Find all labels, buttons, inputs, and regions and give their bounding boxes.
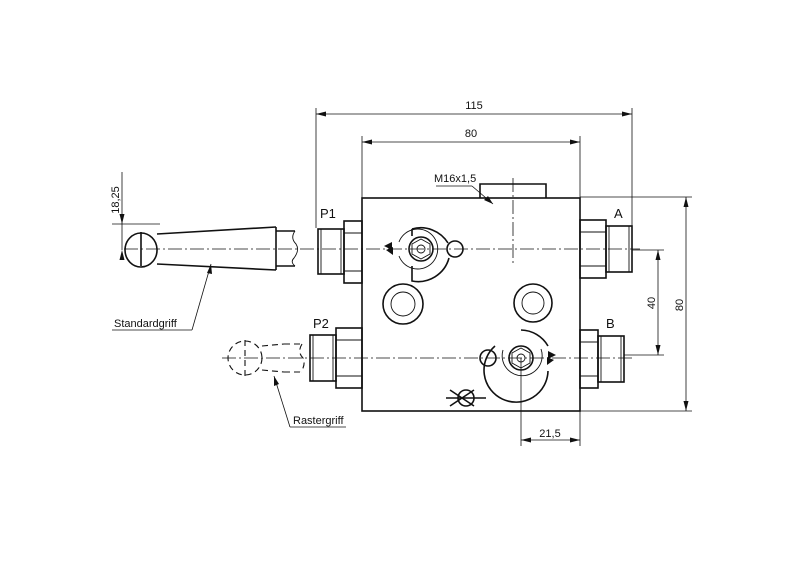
dimension-block-height: 80 xyxy=(580,196,692,412)
check-valve-symbol xyxy=(446,389,486,407)
dimension-port-spacing: 40 xyxy=(624,249,664,356)
valve-block-body xyxy=(361,178,581,412)
block-width-value: 80 xyxy=(465,128,477,140)
port-b-label: B xyxy=(606,316,615,331)
port-p2-fitting xyxy=(309,327,363,389)
standard-handle xyxy=(124,226,299,271)
upper-valve-spindle xyxy=(384,226,450,283)
port-p1-fitting xyxy=(317,220,363,284)
lower-valve-spindle xyxy=(483,329,556,403)
detent-handle-leader xyxy=(273,375,346,428)
port-p1-label: P1 xyxy=(320,206,336,221)
bottom-offset-value: 21,5 xyxy=(539,428,560,440)
dimension-overall-width: 115 xyxy=(315,100,633,228)
dimension-block-width: 80 xyxy=(361,128,581,198)
overall-width-value: 115 xyxy=(465,100,483,112)
port-spacing-value: 40 xyxy=(646,297,658,309)
block-height-value: 80 xyxy=(674,299,686,311)
upper-pin-hole xyxy=(446,240,464,258)
port-p2-label: P2 xyxy=(313,316,329,331)
detent-handle-label: Rastergriff xyxy=(293,415,344,427)
port-a-fitting xyxy=(579,219,633,279)
mounting-hole-left xyxy=(382,283,424,325)
standard-handle-label: Standardgriff xyxy=(114,318,178,330)
thread-callout: M16x1,5 xyxy=(434,173,494,205)
detent-handle xyxy=(227,340,305,376)
handle-offset-value: 18,25 xyxy=(110,186,122,214)
port-a-label: A xyxy=(614,206,623,221)
dimension-bottom-offset: 21,5 xyxy=(520,358,581,446)
lower-pin-hole xyxy=(479,349,497,367)
thread-callout-text: M16x1,5 xyxy=(434,173,476,185)
mounting-hole-right xyxy=(513,283,553,323)
port-b-fitting xyxy=(579,329,625,389)
dimension-handle-offset: 18,25 xyxy=(110,172,160,260)
standard-handle-leader xyxy=(112,263,212,331)
